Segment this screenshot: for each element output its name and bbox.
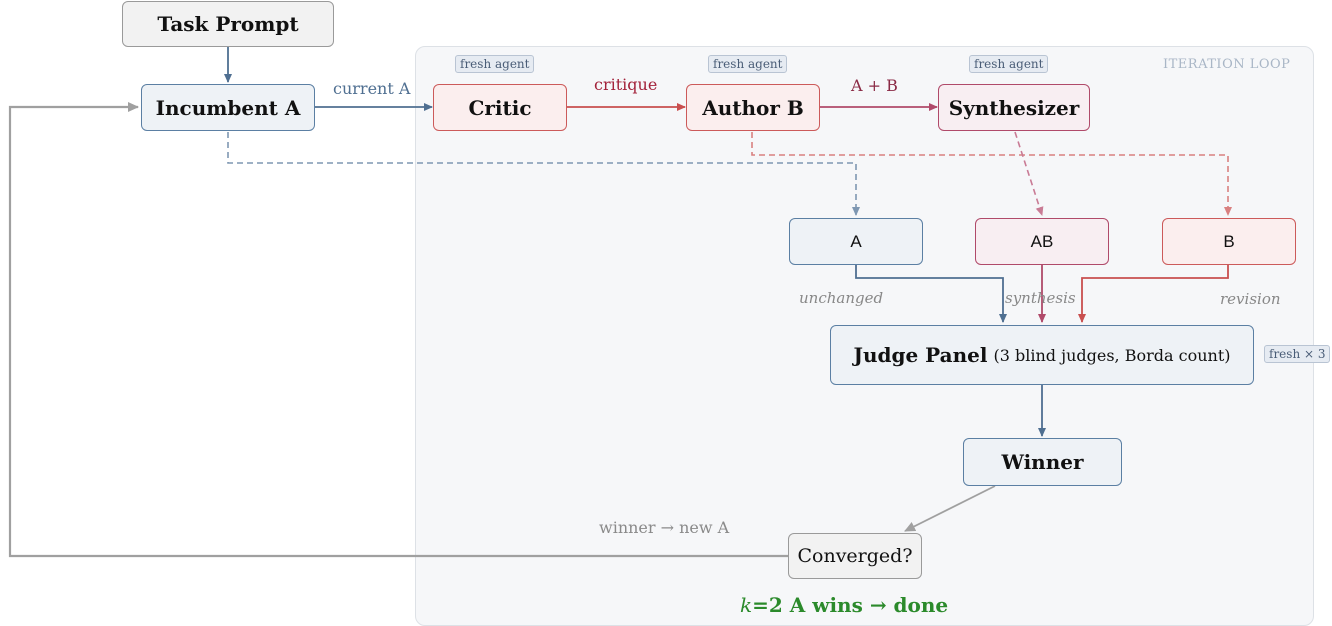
synthesizer-node: Synthesizer <box>938 84 1090 131</box>
incumbent-a-node: Incumbent A <box>141 84 315 131</box>
converged-label: Converged? <box>797 545 913 567</box>
edge-winner-to-converged <box>904 485 996 532</box>
incumbent-a-label: Incumbent A <box>155 95 301 120</box>
judges-fresh-badge: fresh × 3 <box>1264 345 1331 363</box>
winner-node: Winner <box>963 438 1122 486</box>
critic-node: Critic <box>433 84 567 131</box>
author-b-node: Author B <box>686 84 820 131</box>
a-plus-b-label: A + B <box>851 76 898 95</box>
author-fresh-agent-badge: fresh agent <box>708 55 788 73</box>
winner-label: Winner <box>1001 450 1084 474</box>
done-k: k <box>740 593 753 617</box>
critic-fresh-agent-badge: fresh agent <box>455 55 535 73</box>
candidate-ab-node: AB <box>975 218 1109 265</box>
synthesizer-fresh-agent-badge: fresh agent <box>969 55 1049 73</box>
edge-incumbent-to-cand-a <box>227 132 860 216</box>
judge-panel-title: Judge Panel <box>853 343 988 367</box>
task-prompt-label: Task Prompt <box>157 12 299 36</box>
edge-converged-to-incumbent <box>8 102 788 558</box>
candidate-ab-label: AB <box>1030 231 1054 251</box>
judge-panel-detail: (3 blind judges, Borda count) <box>993 345 1231 365</box>
synthesizer-label: Synthesizer <box>948 95 1080 120</box>
unchanged-label: unchanged <box>799 289 884 307</box>
author-b-label: Author B <box>702 95 804 120</box>
task-prompt-node: Task Prompt <box>122 1 334 47</box>
candidate-a-label: A <box>850 231 862 251</box>
candidate-b-label: B <box>1223 231 1235 251</box>
edge-cand-a-to-judge <box>855 264 1007 323</box>
converged-node: Converged? <box>788 533 922 579</box>
edge-cand-b-to-judge <box>1078 264 1229 323</box>
winner-new-a-label: winner → new A <box>599 518 730 537</box>
current-a-label: current A <box>333 79 411 98</box>
revision-label: revision <box>1220 290 1281 308</box>
edge-author-to-cand-b <box>751 132 1232 216</box>
synthesis-label: synthesis <box>1005 289 1076 307</box>
critic-label: Critic <box>468 95 532 120</box>
critique-label: critique <box>594 75 658 94</box>
candidate-b-node: B <box>1162 218 1296 265</box>
done-text: =2 A wins → done <box>752 593 949 617</box>
done-label: k=2 A wins → done <box>740 593 948 617</box>
iteration-loop-label: ITERATION LOOP <box>1163 57 1291 72</box>
judge-panel-node: Judge Panel (3 blind judges, Borda count… <box>830 325 1254 385</box>
edge-synth-to-cand-ab <box>1014 131 1044 216</box>
candidate-a-node: A <box>789 218 923 265</box>
